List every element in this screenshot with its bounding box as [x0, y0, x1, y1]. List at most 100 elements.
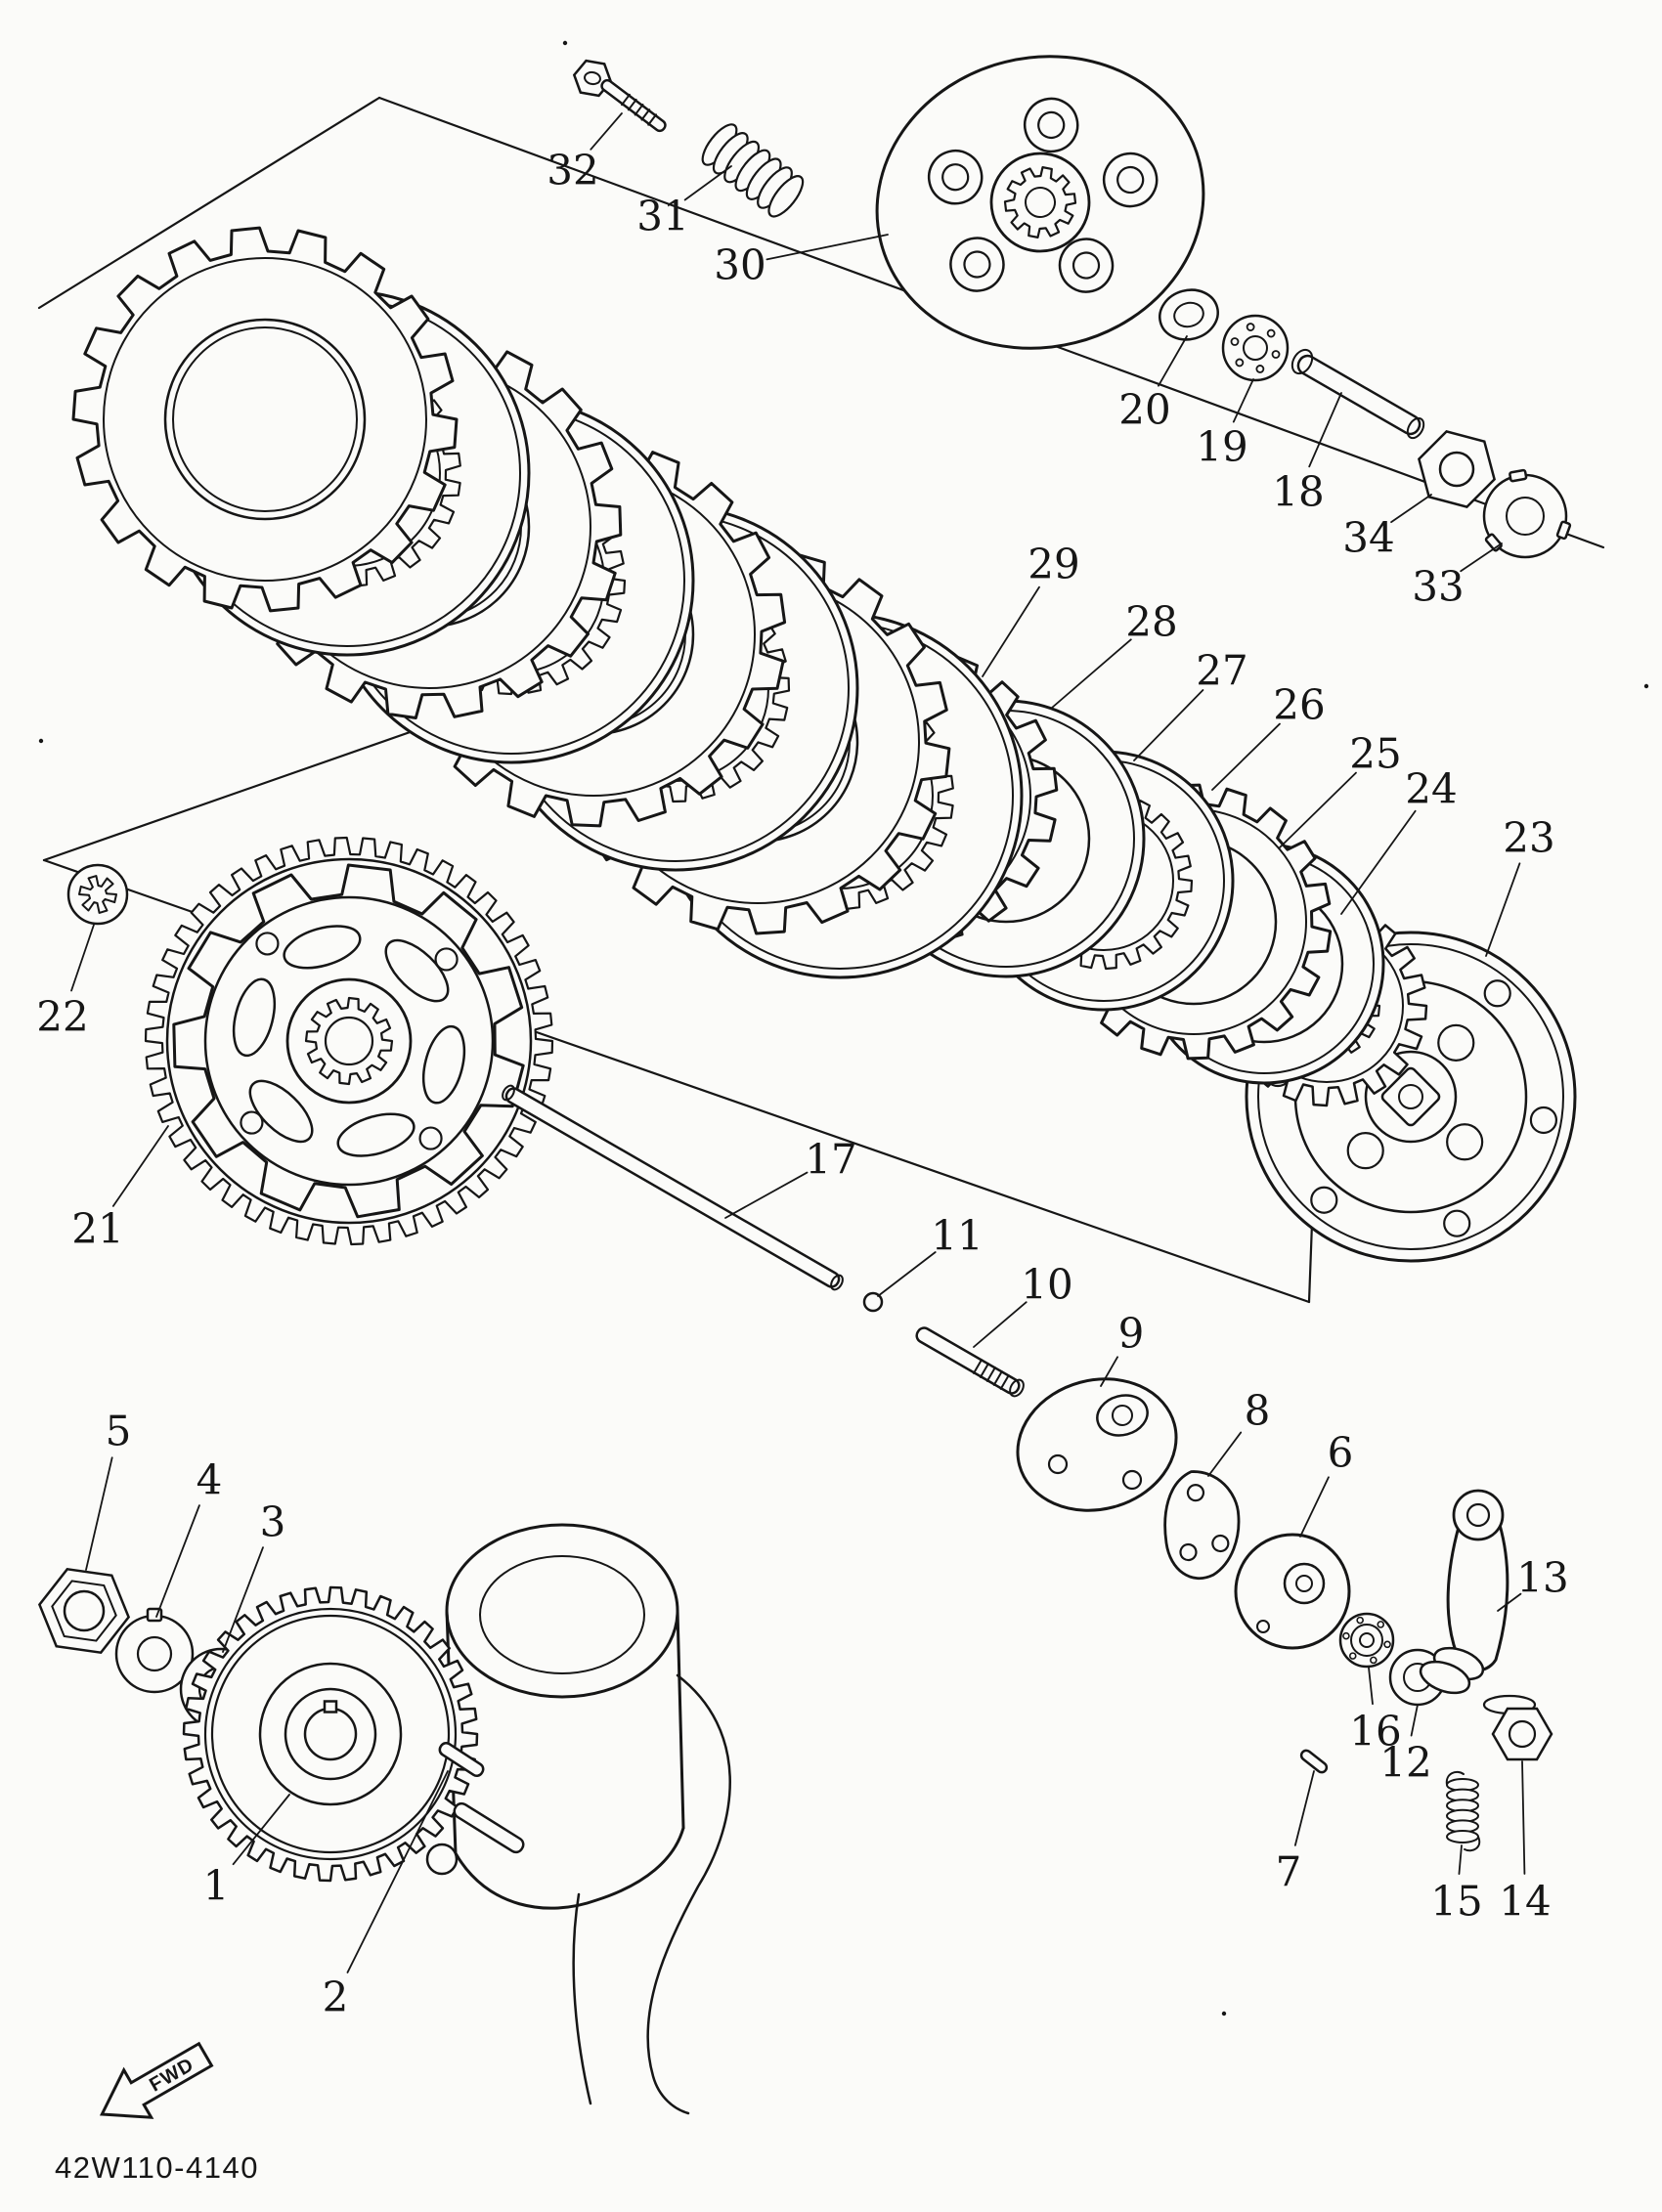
part-number-label-22: 22 — [36, 993, 88, 1041]
diagram-code-label: 42W110-4140 — [55, 2150, 259, 2185]
part-number-label-4: 4 — [197, 1456, 223, 1504]
part-number-label-3: 3 — [260, 1498, 286, 1546]
part-number-label-24: 24 — [1405, 765, 1457, 813]
pressure-plate — [875, 55, 1205, 350]
spring-seat-plate — [1221, 314, 1290, 382]
leader-line-25 — [1278, 771, 1357, 849]
push-rod-end — [915, 1326, 1025, 1398]
part-number-label-7: 7 — [1276, 1848, 1302, 1896]
part-number-label-19: 19 — [1196, 423, 1247, 471]
leader-line-30 — [765, 234, 889, 261]
woodruff-key — [438, 1741, 485, 1778]
lever-nut — [1482, 1694, 1553, 1761]
leader-line-18 — [1308, 392, 1342, 468]
paper-specks — [38, 40, 1649, 2017]
leader-line-4 — [155, 1504, 200, 1618]
part-number-label-29: 29 — [1028, 541, 1079, 588]
crankcase-sketch — [445, 1523, 731, 2115]
leader-line-13 — [1497, 1592, 1522, 1612]
part-number-label-8: 8 — [1245, 1387, 1271, 1435]
leader-line-34 — [1390, 494, 1432, 524]
cover-gasket — [1163, 1470, 1241, 1581]
leader-line-12 — [1410, 1704, 1419, 1737]
part-number-label-30: 30 — [714, 241, 765, 289]
leader-line-28 — [1051, 638, 1132, 709]
part-number-label-11: 11 — [931, 1212, 983, 1260]
leader-line-11 — [877, 1251, 937, 1297]
part-number-label-31: 31 — [636, 193, 688, 240]
leader-line-3 — [222, 1546, 264, 1653]
leader-line-21 — [111, 1125, 169, 1207]
lever-return-spring — [1445, 1770, 1481, 1852]
leader-line-29 — [982, 586, 1040, 677]
leader-line-9 — [1100, 1356, 1118, 1387]
part-number-label-25: 25 — [1349, 730, 1401, 778]
dowel-pin — [1299, 1749, 1329, 1774]
push-lever-cover — [1234, 1533, 1351, 1650]
boss-nut — [1418, 430, 1496, 508]
fwd-arrow-shape — [99, 2041, 214, 2119]
part-number-label-15: 15 — [1430, 1878, 1482, 1926]
push-rod-short — [1290, 348, 1425, 440]
leader-line-5 — [85, 1456, 113, 1571]
part-number-label-9: 9 — [1118, 1310, 1145, 1358]
part-number-label-20: 20 — [1118, 386, 1170, 434]
part-number-label-34: 34 — [1342, 514, 1394, 562]
leader-line-16 — [1368, 1667, 1374, 1706]
part-number-label-12: 12 — [1379, 1739, 1431, 1787]
part-number-label-1: 1 — [203, 1862, 230, 1910]
part-number-label-21: 21 — [71, 1205, 123, 1253]
part-number-label-14: 14 — [1499, 1878, 1551, 1926]
leader-line-22 — [70, 924, 95, 992]
part-number-label-17: 17 — [805, 1136, 856, 1184]
boss-lock-washer — [1482, 468, 1572, 559]
gear-nut — [37, 1567, 131, 1655]
part-number-label-28: 28 — [1125, 598, 1177, 646]
lever-bearing — [1338, 1612, 1395, 1669]
leader-line-2 — [346, 1770, 449, 1973]
leader-line-24 — [1340, 809, 1417, 915]
part-number-label-16: 16 — [1349, 1708, 1401, 1756]
callouts: 3231302019183433292827262524232221171110… — [36, 112, 1569, 2021]
part-number-label-23: 23 — [1503, 814, 1554, 862]
part-number-label-33: 33 — [1412, 563, 1464, 611]
part-number-label-10: 10 — [1021, 1261, 1072, 1309]
push-rod-ball — [862, 1291, 884, 1313]
push-rod-long — [502, 1084, 844, 1291]
plate-washer — [1159, 288, 1219, 341]
gear-lock-washer — [114, 1607, 195, 1694]
part-number-label-6: 6 — [1328, 1429, 1354, 1477]
part-number-label-27: 27 — [1196, 647, 1247, 695]
leader-line-26 — [1211, 722, 1281, 791]
leader-line-19 — [1232, 378, 1254, 423]
part-number-label-18: 18 — [1272, 468, 1324, 516]
clutch-housing — [144, 836, 554, 1246]
leader-line-8 — [1207, 1431, 1243, 1477]
leader-line-1 — [232, 1794, 290, 1866]
pressure-plate-bolt — [572, 59, 667, 133]
adjuster-flange — [1016, 1377, 1178, 1512]
leader-line-15 — [1458, 1844, 1463, 1876]
part-number-label-32: 32 — [547, 147, 598, 195]
leader-line-10 — [973, 1301, 1028, 1348]
leader-line-6 — [1299, 1476, 1330, 1538]
leader-line-27 — [1133, 689, 1204, 761]
primary-driven-gear — [182, 1585, 479, 1883]
push-lever-axle — [1419, 1489, 1509, 1695]
star-lock-washer — [66, 863, 129, 926]
part-number-label-2: 2 — [323, 1973, 349, 2021]
leader-line-14 — [1521, 1760, 1526, 1875]
leader-line-17 — [724, 1171, 809, 1219]
kick-shaft-ball — [425, 1801, 525, 1876]
leader-line-20 — [1158, 335, 1188, 387]
clutch-plate-stack — [71, 226, 1024, 979]
part-number-label-13: 13 — [1516, 1554, 1568, 1602]
leader-line-7 — [1293, 1770, 1315, 1846]
leader-line-32 — [590, 112, 623, 151]
part-number-label-26: 26 — [1273, 681, 1325, 729]
leader-line-23 — [1485, 862, 1521, 957]
part-number-label-5: 5 — [106, 1408, 132, 1455]
leader-line-33 — [1460, 542, 1503, 573]
